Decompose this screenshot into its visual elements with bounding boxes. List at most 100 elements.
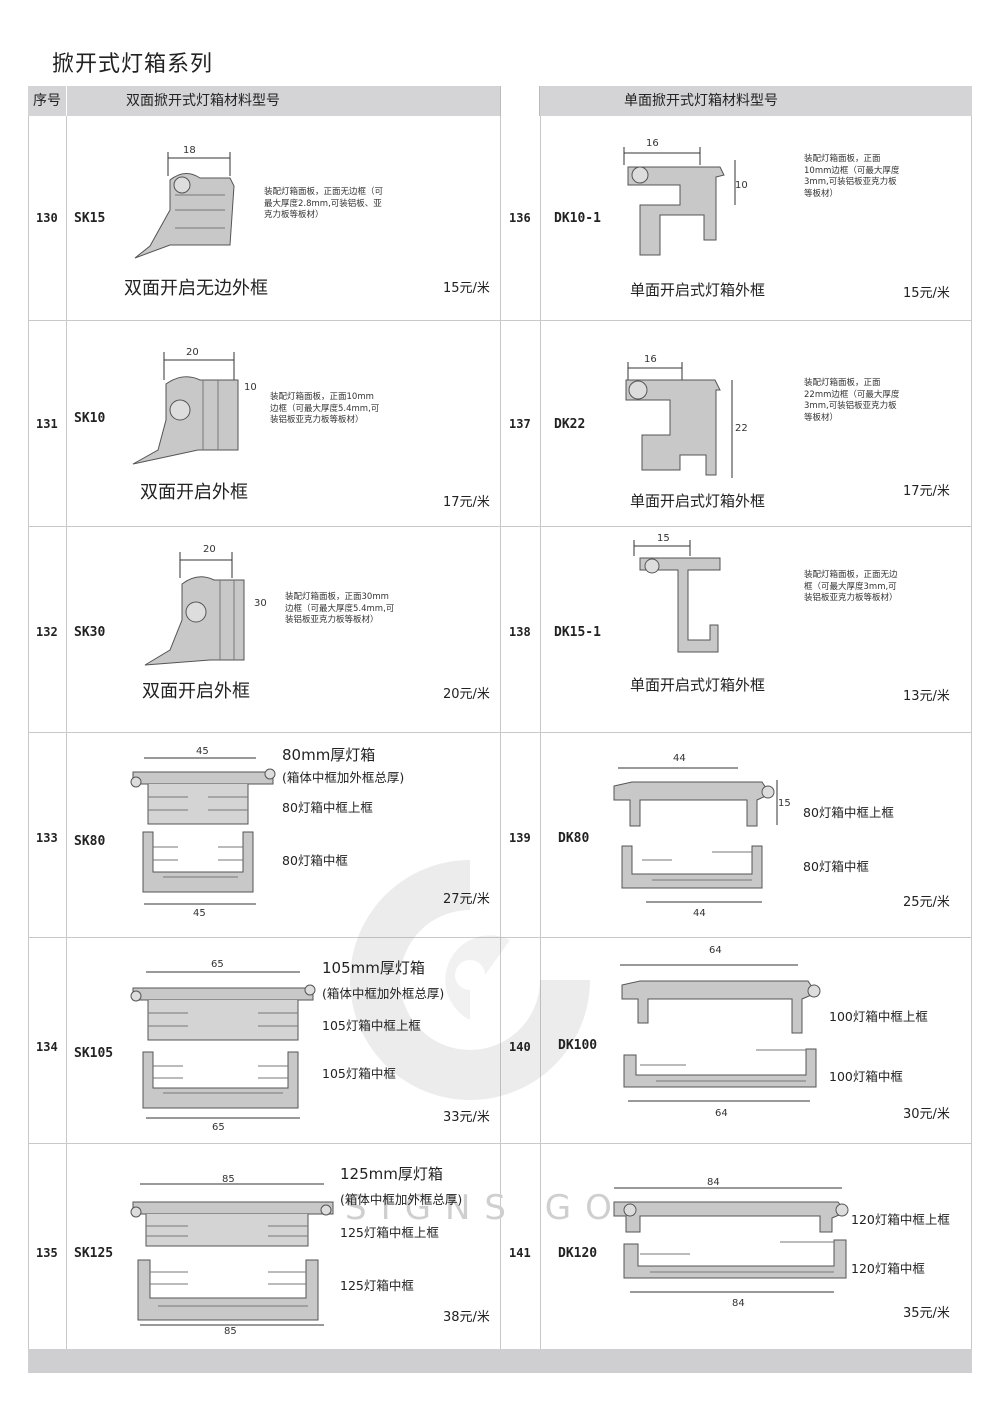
table-header: 序号 双面掀开式灯箱材料型号 单面掀开式灯箱材料型号 [28,86,972,116]
upper-frame-label: 125灯箱中框上框 [340,1225,439,1240]
price: 33元/米 [443,1110,490,1125]
row-no: 134 [36,1040,58,1054]
dimension-label: 15 [778,798,791,809]
row-no: 131 [36,417,58,431]
profile-drawing-icon [620,964,821,1102]
header-left: 双面掀开式灯箱材料型号 [126,93,280,109]
footer-bar [28,1349,972,1373]
model-code: SK30 [74,625,106,640]
box-heading: 125mm厚灯箱 [340,1165,443,1183]
model-code: SK15 [74,211,106,226]
row-no: 140 [509,1040,531,1054]
dimension-label: 10 [735,180,748,191]
upper-frame-label: 100灯箱中框上框 [829,1009,928,1024]
model-code: DK80 [558,831,590,846]
profile-drawing-icon [625,362,733,478]
header-no: 序号 [33,93,61,109]
upper-frame-label: 120灯箱中框上框 [851,1212,950,1227]
dimension-label: 44 [693,908,706,919]
dimension-label: 84 [707,1177,720,1188]
row-no: 137 [509,417,531,431]
model-code: DK10-1 [554,211,601,226]
row-no: 136 [509,211,531,225]
model-code: DK100 [558,1038,598,1053]
price: 15元/米 [903,286,950,301]
price: 20元/米 [443,687,490,702]
middle-frame-label: 105灯箱中框 [322,1066,396,1081]
middle-frame-label: 120灯箱中框 [851,1261,925,1276]
profile-drawing-icon [132,352,239,465]
row-no: 132 [36,625,58,639]
upper-frame-label: 105灯箱中框上框 [322,1018,421,1033]
description: 装配灯箱面板，正面30mm边框（可最大厚度5.4mm,可装铝板亚克力板等板材） [285,592,395,625]
description: 装配灯箱面板，正面22mm边框（可最大厚度3mm,可装铝板亚克力板等板材） [804,378,900,423]
caption: 双面开启外框 [140,482,248,503]
profile-drawing-icon [613,767,778,903]
model-code: DK22 [554,417,586,432]
box-subheading: (箱体中框加外框总厚) [282,770,405,785]
profile-drawing-icon [613,1187,849,1293]
row-no: 133 [36,831,58,845]
price: 17元/米 [443,495,490,510]
model-code: SK105 [74,1046,114,1061]
row-no: 138 [509,625,531,639]
dimension-label: 64 [709,945,722,956]
middle-frame-label: 80灯箱中框 [803,859,869,874]
middle-frame-label: 125灯箱中框 [340,1278,414,1293]
model-code: DK15-1 [554,625,601,640]
dimension-label: 18 [183,145,196,156]
dimension-label: 16 [646,138,659,149]
watermark-logo-icon [350,860,590,1100]
middle-frame-label: 80灯箱中框 [282,853,348,868]
row-no: 141 [509,1246,531,1260]
price: 13元/米 [903,689,950,704]
profile-drawing-icon [130,971,316,1119]
price: 35元/米 [903,1306,950,1321]
model-code: SK10 [74,411,106,426]
row-no: 139 [509,831,531,845]
page-title: 掀开式灯箱系列 [52,52,214,77]
profile-drawing-icon [633,540,721,653]
price: 30元/米 [903,1107,950,1122]
dimension-label: 44 [673,753,686,764]
dimension-label: 22 [735,423,748,434]
middle-frame-label: 100灯箱中框 [829,1069,903,1084]
description: 装配灯箱面板，正面无边框（可最大厚度2.8mm,可装铝板、亚克力板等板材） [264,187,384,220]
price: 38元/米 [443,1310,490,1325]
dimension-label: 15 [657,533,670,544]
dimension-label: 16 [644,354,657,365]
header-gap [500,86,540,116]
row-no: 130 [36,211,58,225]
profile-drawing-icon [134,152,235,259]
model-code: DK120 [558,1246,598,1261]
box-subheading: (箱体中框加外框总厚) [322,986,445,1001]
dimension-label: 30 [254,598,267,609]
description: 装配灯箱面板，正面无边框（可最大厚度3mm,可装铝板亚克力板等板材） [804,570,898,603]
description: 装配灯箱面板，正面10mm边框（可最大厚度3mm,可装铝板亚克力板等板材） [804,154,900,199]
header-right: 单面掀开式灯箱材料型号 [624,93,778,109]
caption: 单面开启式灯箱外框 [630,281,766,299]
profile-drawing-icon [130,757,276,905]
upper-frame-label: 80灯箱中框上框 [282,800,373,815]
dimension-label: 85 [224,1326,237,1337]
box-heading: 105mm厚灯箱 [322,959,425,977]
description: 装配灯箱面板，正面10mm边框（可最大厚度5.4mm,可装铝板亚克力板等板材） [270,392,380,425]
price: 17元/米 [903,484,950,499]
caption: 单面开启式灯箱外框 [630,676,766,694]
profile-drawing-icon [144,552,245,666]
dimension-label: 20 [186,347,199,358]
box-subheading: (箱体中框加外框总厚) [340,1192,463,1207]
dimension-label: 45 [193,908,206,919]
dimension-label: 85 [222,1174,235,1185]
dimension-label: 84 [732,1298,745,1309]
price: 27元/米 [443,892,490,907]
upper-frame-label: 80灯箱中框上框 [803,805,894,820]
model-code: SK80 [74,834,106,849]
dimension-label: 45 [196,746,209,757]
price: 15元/米 [443,281,490,296]
dimension-label: 65 [212,1122,225,1133]
caption: 双面开启无边外框 [124,278,268,299]
model-code: SK125 [74,1246,114,1261]
caption: 单面开启式灯箱外框 [630,492,766,510]
row-no: 135 [36,1246,58,1260]
